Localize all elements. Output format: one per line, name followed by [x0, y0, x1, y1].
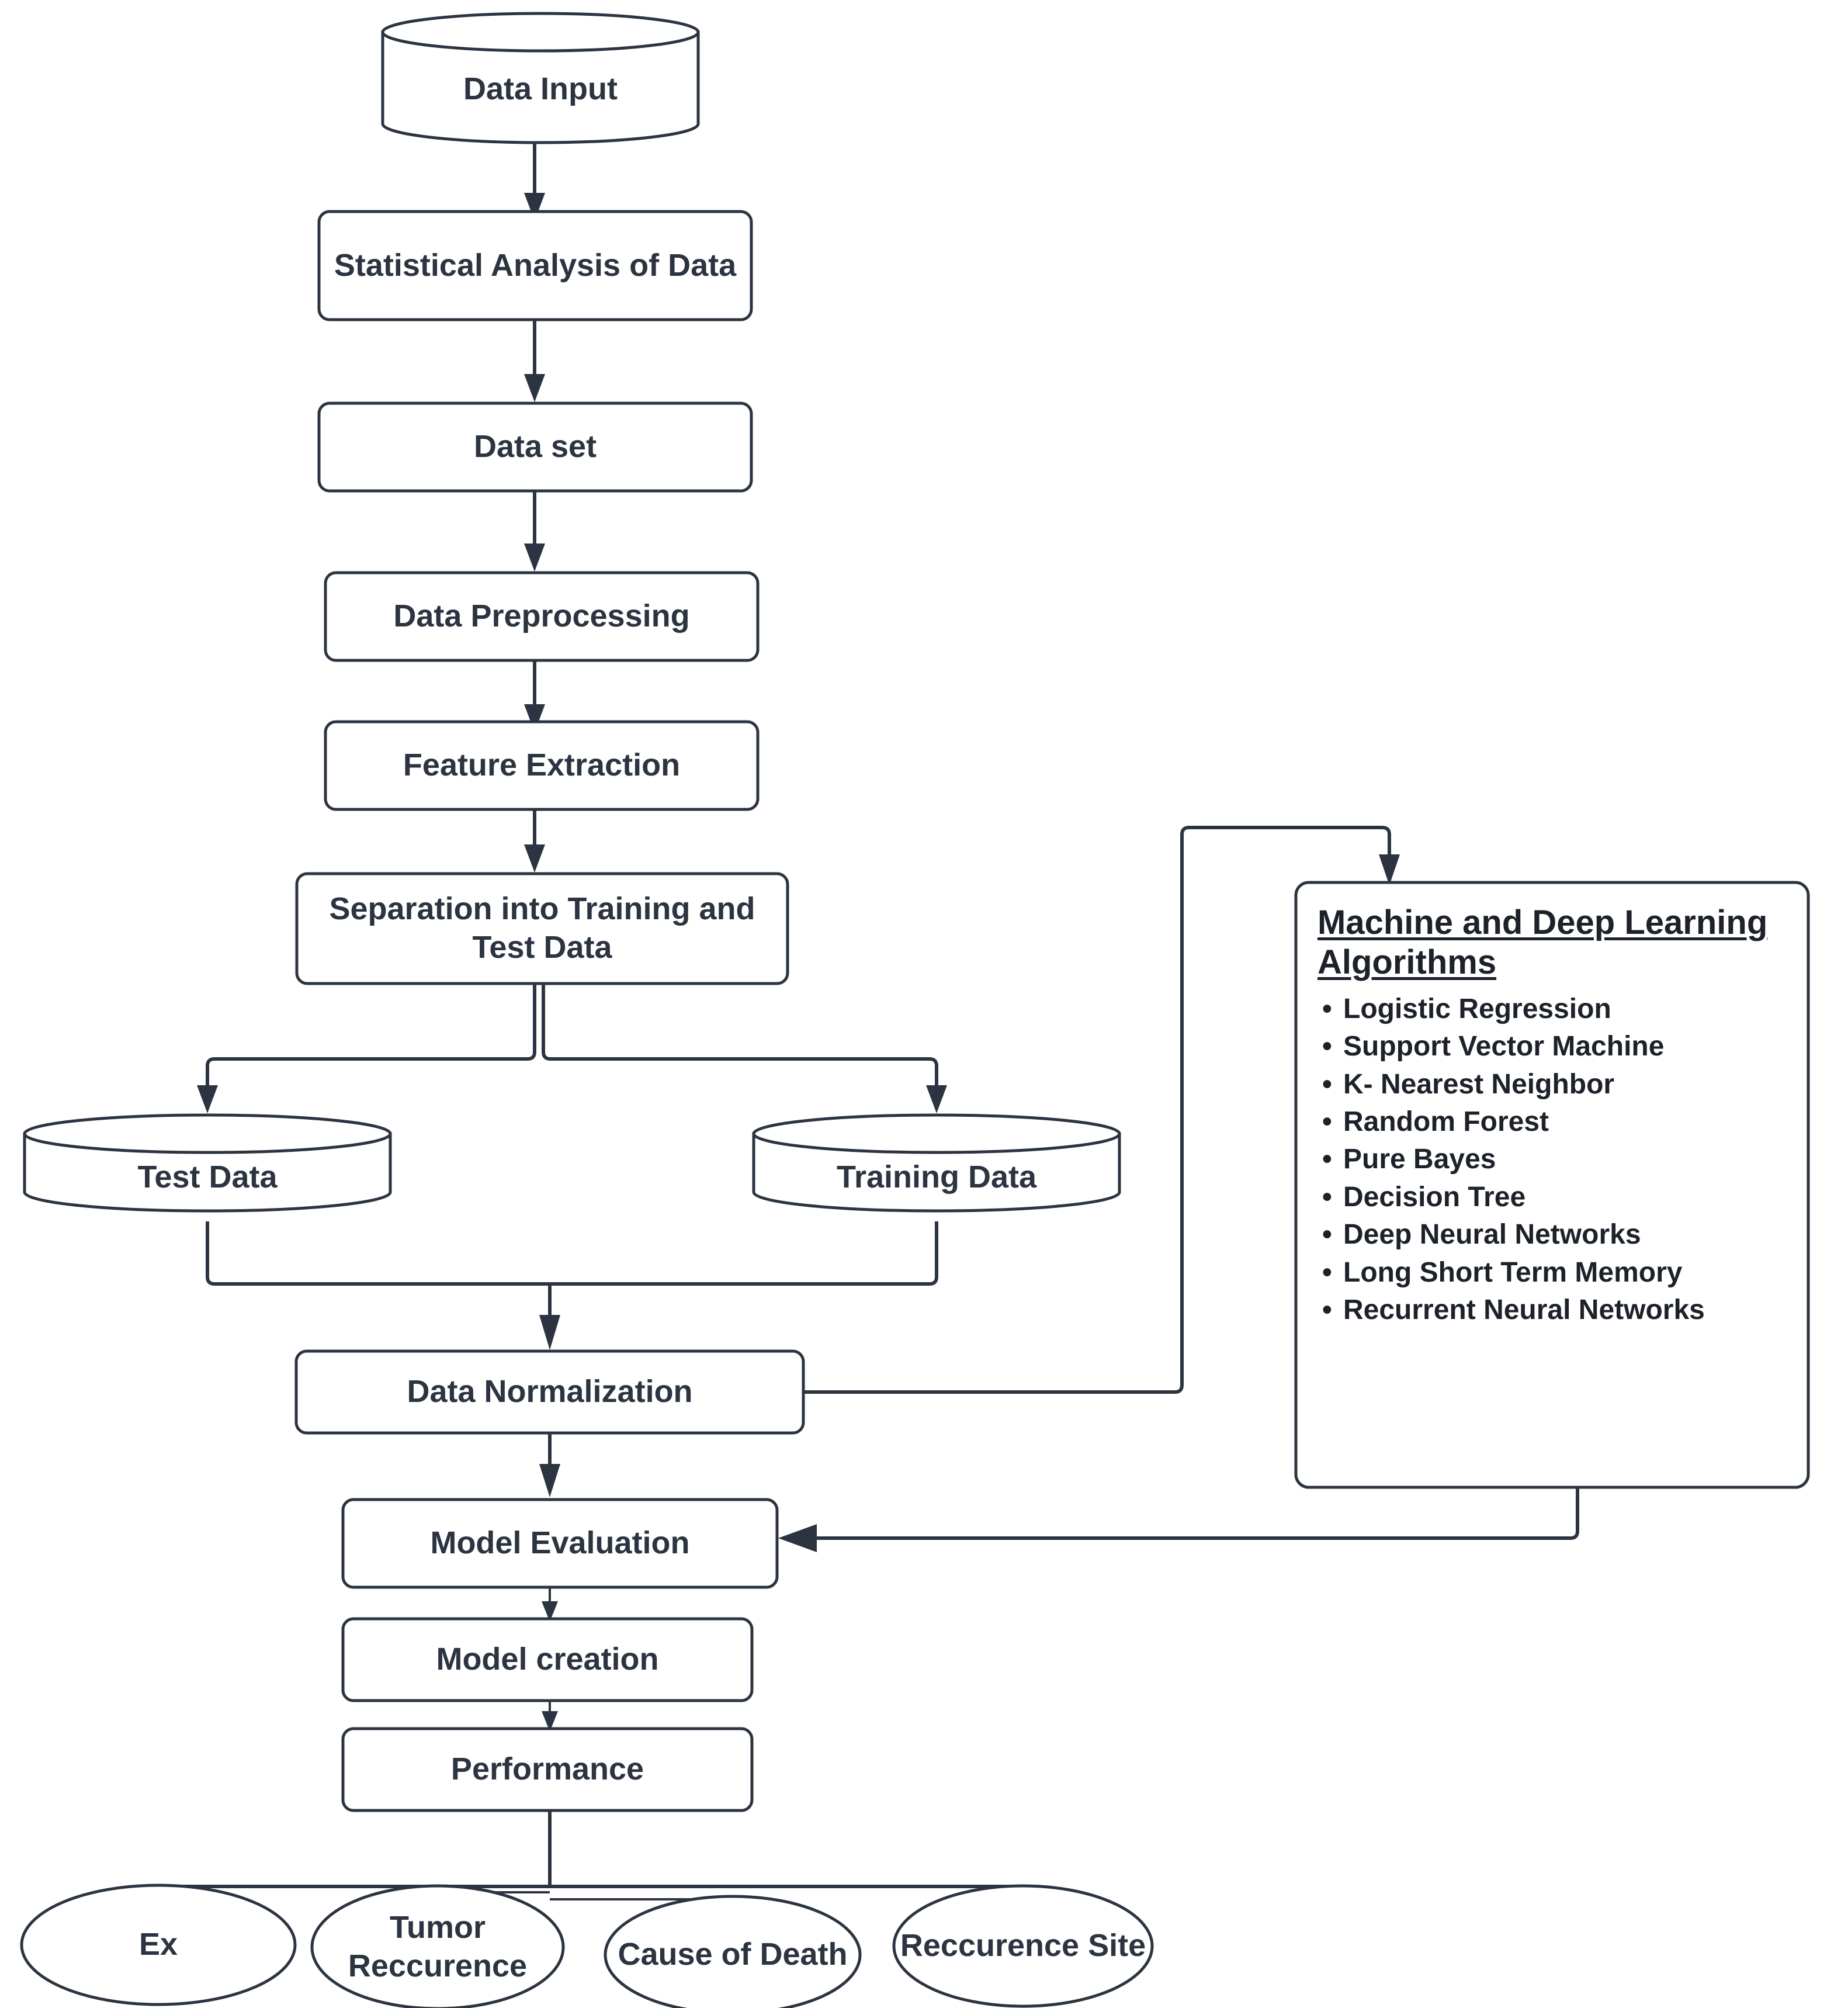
edge-algorithms-to-evaluation	[778, 1487, 1579, 1552]
node-training-data[interactable]	[752, 1113, 1121, 1213]
edge-preprocessing-to-feature	[524, 659, 545, 732]
edge-input-to-statistical	[524, 137, 545, 221]
node-outcome-ex[interactable]	[20, 1884, 297, 2006]
edge-dataset-to-preprocessing	[524, 491, 545, 572]
node-outcome-cause-of-death[interactable]	[604, 1895, 862, 2008]
edge-statistical-to-dataset	[524, 318, 545, 402]
edge-normalization-to-algorithms	[803, 826, 1400, 1394]
node-feature-extraction[interactable]	[324, 720, 760, 811]
node-test-data[interactable]	[23, 1113, 392, 1213]
node-algorithms-panel[interactable]	[1294, 881, 1810, 1489]
node-model-evaluation[interactable]	[341, 1498, 779, 1589]
edge-separation-split	[197, 982, 947, 1113]
edge-feature-to-separation	[524, 808, 545, 873]
node-separation[interactable]	[295, 872, 789, 985]
node-performance[interactable]	[341, 1727, 754, 1812]
node-outcome-tumor-reccurence[interactable]	[310, 1884, 565, 2008]
node-data-set[interactable]	[317, 401, 753, 493]
node-outcome-reccurence-site[interactable]	[892, 1884, 1154, 2008]
node-statistical-analysis[interactable]	[317, 210, 753, 321]
edge-normalization-to-evaluation	[539, 1432, 560, 1497]
edge-evaluation-to-creation	[542, 1587, 558, 1622]
node-data-preprocessing[interactable]	[324, 571, 760, 662]
node-data-input[interactable]	[381, 12, 700, 144]
node-data-normalization[interactable]	[294, 1349, 805, 1435]
edge-datasets-to-normalization	[206, 1221, 938, 1350]
node-model-creation[interactable]	[341, 1617, 754, 1702]
